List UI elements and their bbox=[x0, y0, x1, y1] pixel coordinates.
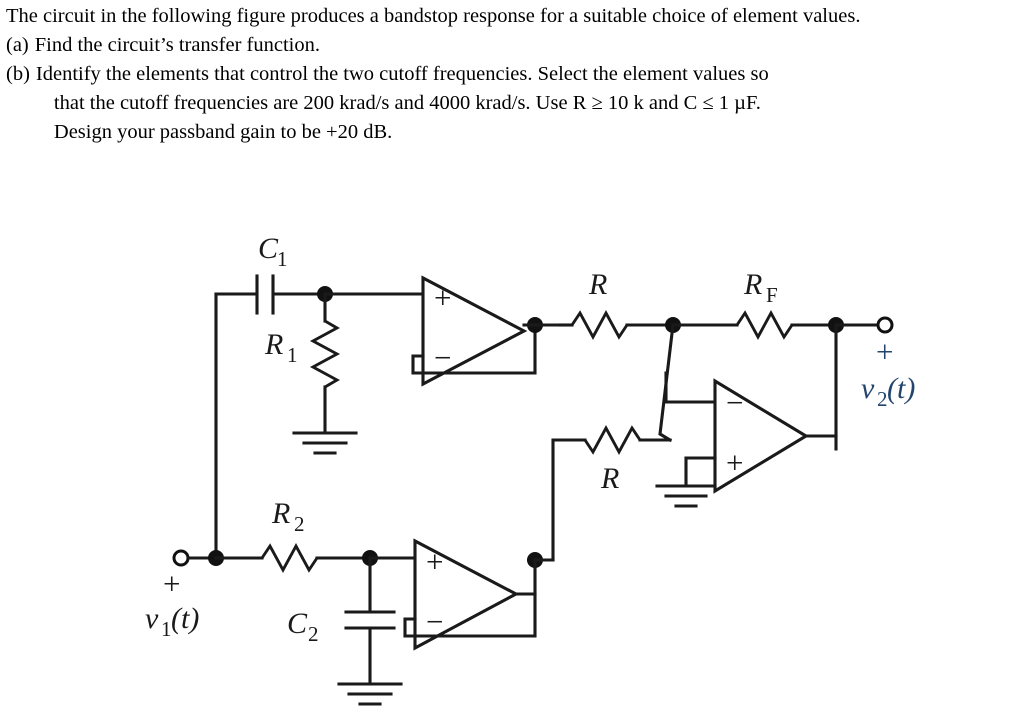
label-R-top-base: R bbox=[588, 268, 607, 301]
wire-a1-feedback bbox=[411, 329, 537, 375]
label-v2-base: v bbox=[861, 372, 875, 405]
item-a-marker: (a) bbox=[6, 34, 29, 56]
label-R-top: R bbox=[588, 268, 607, 301]
component-R1 bbox=[309, 319, 341, 389]
label-v1-arg: (t) bbox=[171, 602, 199, 635]
problem-item-b-cont2: (b) Design your passband gain to be +20 … bbox=[6, 118, 1018, 147]
opamp-A1: + − bbox=[421, 275, 528, 387]
label-R-bottom-base: R bbox=[600, 462, 619, 495]
opamp-A3-plus: + bbox=[726, 445, 743, 480]
opamp-A2-minus: − bbox=[426, 604, 443, 639]
label-RF: R F bbox=[743, 268, 778, 307]
circuit-figure: + − − + bbox=[0, 196, 1024, 721]
item-b-marker: (b) bbox=[6, 63, 30, 85]
opamp-A1-minus: − bbox=[434, 340, 451, 375]
opamp-A2-triangle bbox=[413, 538, 520, 651]
label-RF-base: R bbox=[743, 268, 762, 301]
label-C2: C 2 bbox=[287, 607, 319, 646]
opamp-A3-minus: − bbox=[726, 385, 743, 420]
opamp-A3: − + bbox=[713, 378, 809, 494]
input-polarity-plus: + bbox=[163, 566, 180, 601]
ground-symbol-r1 bbox=[292, 431, 358, 455]
ground-symbol-a3 bbox=[655, 484, 717, 508]
label-v1-sub: 1 bbox=[161, 617, 172, 641]
label-R2: R 2 bbox=[271, 497, 305, 536]
component-R2 bbox=[260, 542, 319, 574]
problem-item-b: (b) Identify the elements that control t… bbox=[6, 60, 1018, 89]
label-R2-sub: 2 bbox=[294, 512, 305, 536]
label-v1-base: v bbox=[145, 602, 159, 635]
label-RF-sub: F bbox=[766, 283, 778, 307]
item-a-text: Find the circuit’s transfer function. bbox=[34, 34, 320, 56]
component-R-top bbox=[570, 309, 629, 341]
wire-a2-feedback bbox=[403, 592, 537, 638]
item-b-text-line3: Design your passband gain to be +20 dB. bbox=[53, 121, 393, 143]
opamp-A2: + − bbox=[413, 538, 520, 651]
component-C1 bbox=[255, 274, 275, 315]
terminal-input-open bbox=[172, 549, 190, 567]
problem-statement: The circuit in the following figure prod… bbox=[6, 2, 1018, 147]
opamp-A1-triangle bbox=[421, 275, 528, 387]
label-v2-arg: (t) bbox=[887, 372, 915, 405]
label-C2-sub: 2 bbox=[308, 622, 319, 646]
label-output-terminal: + v 2 (t) bbox=[861, 334, 915, 411]
label-C1-sub: 1 bbox=[277, 247, 288, 271]
wire-a3-plus-gnd bbox=[684, 456, 717, 487]
label-C1: C 1 bbox=[258, 232, 288, 271]
label-R1: R 1 bbox=[264, 328, 298, 367]
wire-lower-R-left bbox=[551, 438, 587, 562]
label-v2-sub: 2 bbox=[877, 387, 888, 411]
wire-summing-slant bbox=[658, 323, 675, 443]
label-R2-base: R bbox=[271, 497, 290, 530]
opamp-A1-plus: + bbox=[434, 280, 451, 315]
label-C1-base: C bbox=[258, 232, 279, 265]
terminal-output-open bbox=[876, 316, 894, 334]
item-b-text-line1: Identify the elements that control the t… bbox=[35, 63, 769, 85]
component-R-bottom bbox=[583, 424, 642, 456]
problem-item-b-cont1: (b) that the cutoff frequencies are 200 … bbox=[6, 89, 1018, 118]
problem-item-a: (a) Find the circuit’s transfer function… bbox=[6, 31, 1018, 60]
opamp-A3-triangle bbox=[713, 378, 809, 494]
component-RF bbox=[735, 309, 794, 341]
ground-symbol-c2 bbox=[337, 682, 403, 706]
output-polarity-plus: + bbox=[876, 334, 893, 369]
label-R1-base: R bbox=[264, 328, 283, 361]
opamp-A2-plus: + bbox=[426, 544, 443, 579]
label-C2-base: C bbox=[287, 607, 308, 640]
problem-intro: The circuit in the following figure prod… bbox=[6, 5, 861, 27]
label-input-terminal: + v 1 (t) bbox=[145, 566, 199, 641]
label-R-bottom: R bbox=[600, 462, 619, 495]
wire-a3-minus-in bbox=[664, 371, 717, 404]
wire-a2-out-up bbox=[514, 558, 537, 596]
label-R1-sub: 1 bbox=[287, 343, 298, 367]
component-C2 bbox=[344, 610, 396, 630]
item-b-text-line2: that the cutoff frequencies are 200 krad… bbox=[53, 92, 761, 114]
